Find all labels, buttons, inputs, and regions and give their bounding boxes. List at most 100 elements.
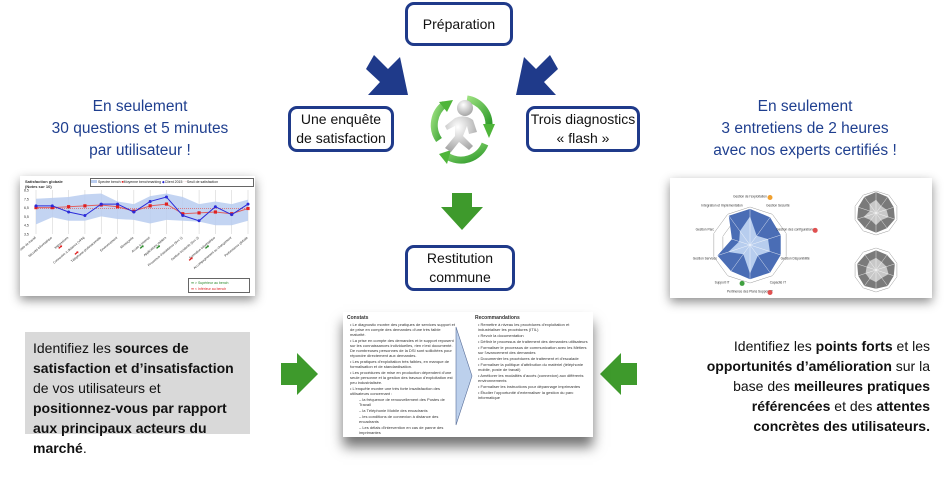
recommandation-item: • Formaliser la politique d'attribution …: [478, 362, 584, 372]
preparation-node: Préparation: [405, 2, 513, 46]
radar-spoke: [855, 269, 877, 277]
recommandation-item: • Documenter les procédures de traitemen…: [478, 356, 579, 361]
recommandation-item: • Formaliser les instructions pour dépan…: [478, 384, 581, 389]
radar-axis-label: Gestion des configurations: [776, 227, 814, 231]
radar-spoke: [875, 263, 897, 271]
right-desc-segment: sur la base des: [733, 358, 930, 394]
left-desc-segment: de vos utilisateurs: [33, 380, 149, 396]
benchmark-point: [115, 205, 120, 209]
y-tick-label: 6,5: [24, 206, 29, 210]
recommandation-item: • Revoir la documentation: [478, 333, 524, 338]
survey-node: Une enquête de satisfaction: [288, 106, 394, 152]
left-description: Identifiez les sources de satisfaction e…: [25, 332, 250, 456]
orange-marker: [767, 195, 773, 200]
client-point: [50, 204, 54, 208]
benchmark-point: [83, 204, 87, 208]
benchmark-point: [246, 206, 250, 211]
left-desc-segment: et: [148, 380, 161, 396]
radar-axis-label: Support IT: [715, 280, 730, 284]
survey-label-line2: de satisfaction: [296, 130, 386, 146]
left-desc-segment: sources de satisfaction et d’insatisfact…: [33, 340, 234, 376]
x-tick-label: Téléphonie professionnelle: [70, 236, 102, 264]
x-tick-label: Gestion incidents (Svc 2): [170, 236, 200, 262]
restitution-label-line2: commune: [429, 269, 491, 285]
radar-axis-label: Intégration et Implémentation: [701, 204, 743, 208]
arrow-left-green-icon: [600, 353, 637, 395]
satisfaction-chart-thumbnail: Satisfaction globale (Notes sur 10) Spec…: [20, 176, 255, 296]
constat-item: • Le diagnostic montre des pratiques de …: [350, 322, 456, 337]
radar-axis-label: Gestion Parc: [696, 227, 715, 231]
right-desc-segment: opportunités d’amélioration: [706, 358, 892, 374]
benchmark-line: [36, 203, 249, 215]
benchmark-point: [67, 205, 71, 209]
radar-spoke: [875, 212, 897, 220]
left-caption-line2: 30 questions et 5 minutes: [51, 120, 229, 137]
radar-spoke: [749, 244, 773, 276]
right-caption-line3: avec nos experts certifiés !: [713, 142, 897, 159]
radar-spoke: [713, 233, 751, 246]
radar-spoke: [713, 244, 751, 257]
client-point: [230, 213, 234, 217]
client-point: [34, 204, 38, 208]
right-desc-segment: attentes concrètes des utilisateurs.: [753, 398, 930, 434]
client-line: [36, 196, 249, 222]
benchmark-point: [213, 210, 217, 214]
radar-spoke: [749, 244, 787, 257]
down-arrow-marker: ➡: [188, 256, 196, 264]
constat-item: • La prise en compte des demandes et le …: [350, 338, 454, 358]
client-point: [116, 202, 120, 206]
radar-spoke: [875, 206, 897, 214]
right-caption-line2: 3 entretiens de 2 heures: [721, 120, 889, 137]
legend-client: Client 2015: [164, 180, 183, 184]
y-tick-label: 3,5: [24, 233, 29, 237]
radar-spoke: [727, 214, 751, 246]
client-point: [213, 205, 217, 209]
recommandation-item: • Remettre à niveau les procédures d'exp…: [478, 322, 570, 332]
radar-spoke: [875, 269, 897, 277]
up-arrow-marker: ➡: [155, 244, 163, 252]
diagnostics-label-line2: « flash »: [556, 130, 610, 146]
diagnostics-node: Trois diagnostics « flash »: [526, 106, 640, 152]
down-arrow-marker: ➡: [57, 244, 65, 252]
right-desc-segment: et des: [830, 398, 877, 414]
client-point: [197, 219, 201, 223]
left-caption: En seulement 30 questions et 5 minutes p…: [20, 96, 260, 162]
radar-spoke: [875, 269, 890, 288]
spectre-band: [36, 193, 248, 226]
left-desc-segment: .: [82, 440, 87, 456]
radar-axis-label: Gestion Disponibilité: [781, 257, 810, 261]
legend-spectre: Spectre bench: [97, 180, 121, 184]
left-caption-line3: par utilisateur !: [89, 142, 191, 159]
constat-subitem: – la Téléphonie Mobile des encadrants: [359, 408, 428, 413]
radar-inner-area: [728, 216, 770, 274]
green-marker: [739, 280, 745, 286]
client-point: [246, 202, 250, 206]
legend-inferieur: < Inférieur au bench: [194, 287, 227, 291]
client-point: [164, 195, 168, 199]
constat-item: • Les pratiques d'exploitation très faib…: [350, 359, 450, 369]
y-tick-label: 8,5: [24, 189, 29, 193]
left-desc-segment: Identifiez les: [33, 340, 115, 356]
constats-title: Constats: [347, 315, 369, 321]
x-tick-label: Environnement: [99, 236, 118, 253]
right-description: Identifiez les points forts et les oppor…: [690, 336, 930, 436]
left-desc-segment: positionnez-vous par rapport aux princip…: [33, 400, 227, 456]
radar-axis-label: Capacité IT: [770, 280, 786, 284]
benchmark-point: [164, 202, 169, 206]
up-arrow-marker: ➡: [139, 244, 147, 252]
radar-spoke: [855, 206, 877, 214]
radar-axis-label: Pertinence des Plans Support IT: [727, 290, 773, 294]
x-tick-label: Messagerie: [119, 236, 134, 250]
right-desc-segment: et les: [892, 338, 930, 354]
client-point: [181, 214, 185, 218]
radar-axis-label: Gestion Sécurité: [766, 204, 790, 208]
right-desc-segment: meilleures pratiques référencées: [751, 378, 930, 414]
y-tick-label: 7,5: [24, 197, 29, 201]
constats-column: Constats • Le diagnostic montre des prat…: [347, 315, 457, 436]
y-tick-label: 5,5: [24, 215, 29, 219]
legend-superieur: > Supérieur au bench: [194, 281, 229, 285]
down-arrow-marker: ➡: [73, 250, 81, 258]
